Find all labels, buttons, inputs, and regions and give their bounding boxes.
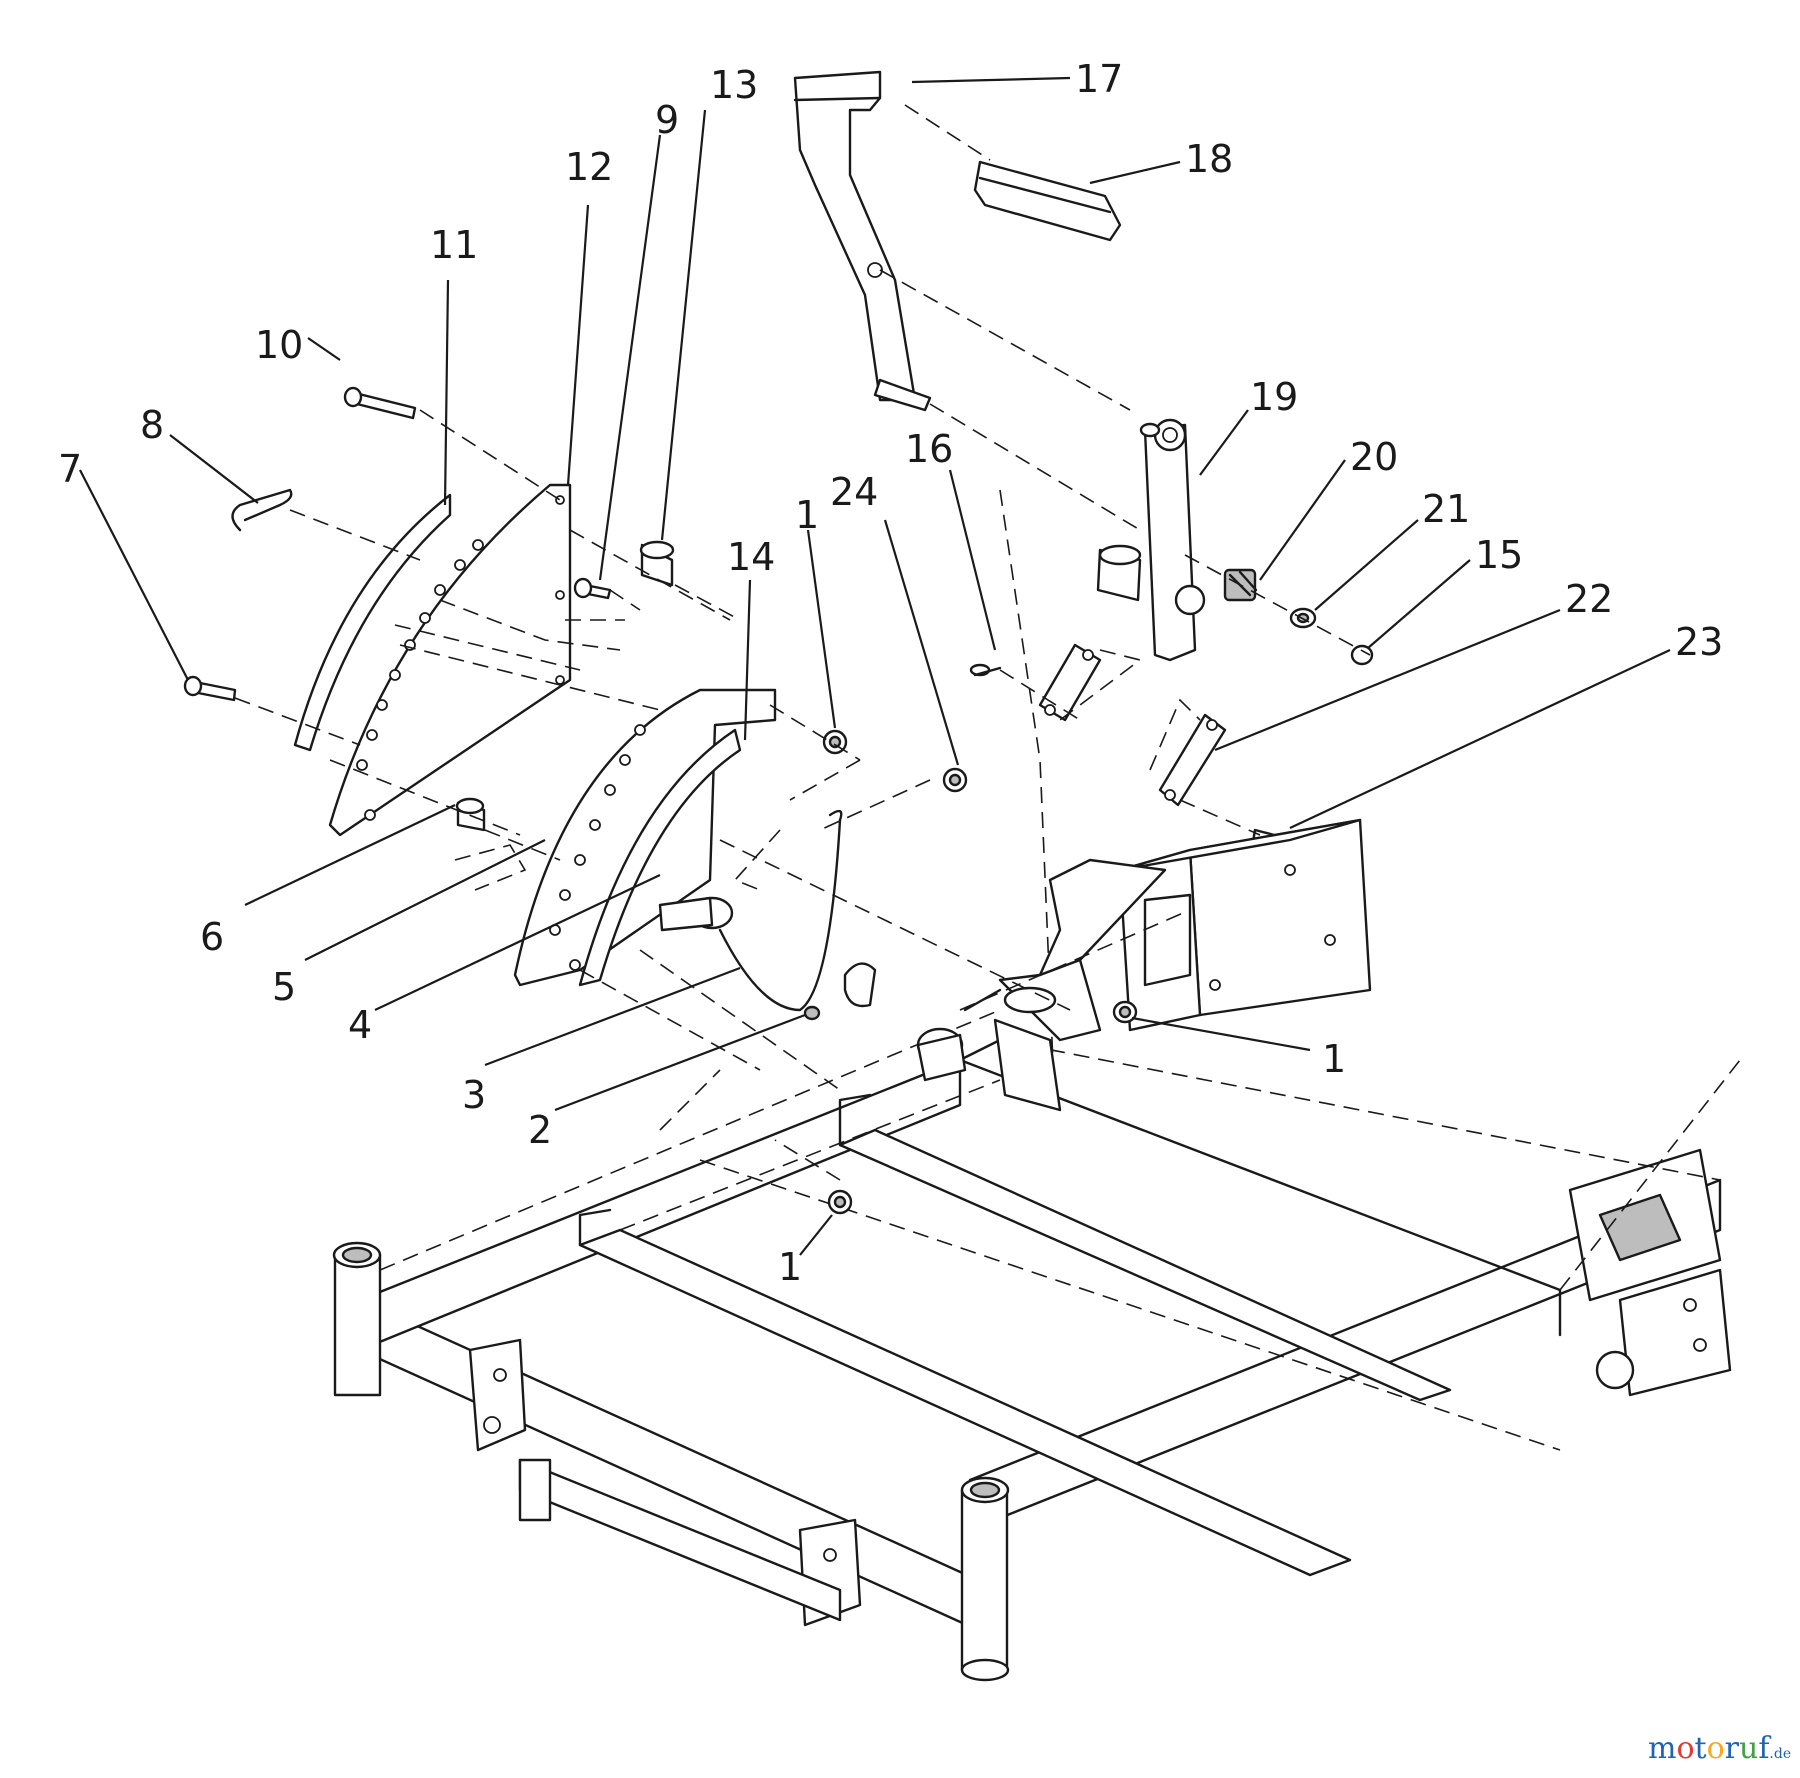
spacer-upper bbox=[639, 540, 675, 587]
callout-2: 2 bbox=[528, 1108, 552, 1152]
callout-22: 22 bbox=[1565, 577, 1613, 621]
pedal-pad bbox=[973, 160, 1122, 242]
spacer-lower bbox=[455, 797, 486, 832]
nut-right bbox=[1112, 1000, 1138, 1024]
rear-mount-plate bbox=[1568, 1148, 1732, 1397]
wm-letter: u bbox=[1739, 1731, 1758, 1766]
link-plate-upper bbox=[1038, 643, 1102, 722]
callout-23: 23 bbox=[1675, 620, 1723, 664]
callout-1-top: 1 bbox=[795, 493, 819, 537]
wm-suffix: .de bbox=[1769, 1746, 1791, 1762]
corner-post-left bbox=[332, 1241, 382, 1397]
callout-15: 15 bbox=[1475, 533, 1523, 577]
cable-clip bbox=[843, 962, 877, 1008]
callout-19: 19 bbox=[1250, 375, 1298, 419]
callout-5: 5 bbox=[272, 965, 296, 1009]
callout-14: 14 bbox=[727, 535, 775, 579]
pivot-bracket bbox=[963, 858, 1167, 1112]
callout-1-bottom: 1 bbox=[778, 1245, 802, 1289]
callout-18: 18 bbox=[1185, 137, 1233, 181]
quadrant-guide-front bbox=[578, 728, 742, 987]
shoulder-bolt bbox=[573, 577, 612, 600]
nut bbox=[1350, 644, 1374, 666]
callout-9: 9 bbox=[655, 98, 679, 142]
pivot-pin bbox=[1096, 544, 1142, 602]
callout-11: 11 bbox=[430, 223, 478, 267]
callout-6: 6 bbox=[200, 915, 224, 959]
watermark-text: motoruf.de bbox=[1648, 1731, 1791, 1766]
frame-tube-end bbox=[916, 1027, 967, 1082]
watermark-logo: motoruf.de bbox=[1648, 1731, 1791, 1766]
deck-hanger-bracket bbox=[468, 1338, 527, 1452]
callout-20: 20 bbox=[1350, 435, 1398, 479]
callout-7: 7 bbox=[58, 447, 82, 491]
callout-3: 3 bbox=[462, 1073, 486, 1117]
wm-letter: o bbox=[1707, 1731, 1725, 1766]
callout-12: 12 bbox=[565, 145, 613, 189]
pedal-link bbox=[1139, 418, 1206, 662]
quadrant-plate-rear bbox=[328, 483, 572, 837]
wm-letter: m bbox=[1648, 1731, 1676, 1766]
wm-letter: f bbox=[1758, 1731, 1771, 1766]
cotter-pin bbox=[969, 663, 1002, 677]
bolt-10 bbox=[343, 386, 417, 420]
hairpin-clip bbox=[231, 488, 293, 532]
wm-letter: r bbox=[1725, 1731, 1740, 1766]
bolt-7 bbox=[183, 675, 237, 702]
callout-1-right: 1 bbox=[1322, 1037, 1346, 1081]
mower-frame bbox=[332, 1009, 1741, 1682]
callout-4: 4 bbox=[348, 1003, 372, 1047]
link-plate-lower bbox=[1158, 713, 1227, 807]
pedal-arm bbox=[793, 70, 932, 412]
callout-16: 16 bbox=[905, 427, 953, 471]
corner-post-right bbox=[960, 1476, 1010, 1682]
callout-24: 24 bbox=[830, 470, 878, 514]
pivot-collar bbox=[658, 896, 734, 932]
leader-lines bbox=[79, 76, 1671, 1256]
wm-letter: o bbox=[1676, 1731, 1694, 1766]
callout-labels: 17 18 19 20 21 15 22 23 16 24 1 14 13 9 … bbox=[58, 57, 1723, 1289]
callout-17: 17 bbox=[1075, 57, 1123, 101]
small-nut bbox=[803, 1005, 821, 1021]
callout-13: 13 bbox=[710, 63, 758, 107]
wm-letter: t bbox=[1695, 1731, 1707, 1766]
flange-nut-mid bbox=[942, 767, 968, 793]
callout-21: 21 bbox=[1422, 487, 1470, 531]
pivot-block bbox=[1118, 818, 1372, 1032]
callout-10: 10 bbox=[255, 323, 303, 367]
flange-nut-lower bbox=[827, 1189, 853, 1215]
callout-8: 8 bbox=[140, 403, 164, 447]
cable bbox=[718, 809, 843, 1012]
quadrant-guide-rear bbox=[293, 493, 452, 752]
